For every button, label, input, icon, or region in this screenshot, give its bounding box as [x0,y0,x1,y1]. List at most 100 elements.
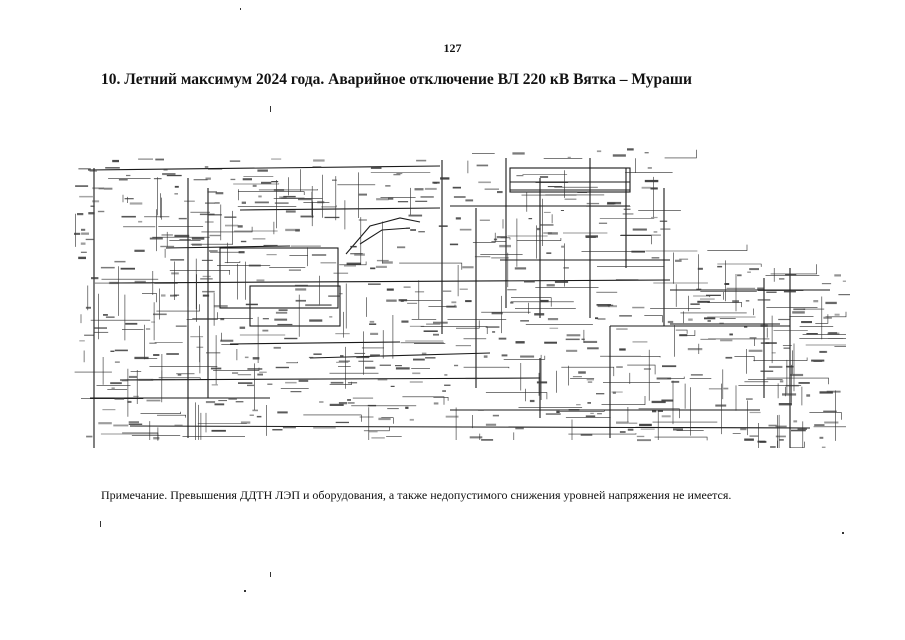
node-label-mark [520,320,529,322]
schematic-line [321,205,337,208]
node-label-mark [747,271,751,273]
node-label-mark [278,309,288,311]
node-label-mark [616,328,628,330]
scan-speck [270,106,271,112]
schematic-line [734,356,755,362]
node-label-mark [282,426,296,429]
node-label-mark [444,384,451,386]
schematic-line [707,244,748,251]
schematic-line [474,256,491,258]
node-label-mark [659,220,668,222]
node-label-mark [732,300,739,303]
node-label-mark [166,174,182,177]
node-label-mark [290,391,302,393]
node-label-mark [204,166,209,168]
node-label-mark [237,374,252,376]
node-label-mark [700,298,715,300]
node-label-mark [211,384,218,386]
node-label-mark [81,228,86,231]
node-label-mark [390,385,395,387]
node-label-mark [369,323,377,325]
node-label-mark [783,290,796,293]
node-label-mark [81,232,89,235]
node-label-mark [560,210,564,211]
scan-speck [100,521,101,527]
node-label-mark [409,418,414,421]
node-label-mark [414,188,424,191]
node-label-mark [660,228,671,230]
node-label-mark [793,420,798,423]
node-label-mark [309,319,323,322]
node-label-mark [578,371,586,374]
node-label-mark [339,293,343,295]
node-label-mark [706,294,721,296]
node-label-mark [415,200,428,202]
node-label-mark [244,356,249,359]
node-label-mark [821,283,832,285]
node-label-mark [775,425,787,428]
node-label-mark [86,435,93,438]
node-label-mark [652,410,657,413]
node-label-mark [79,195,93,198]
node-label-mark [386,299,397,302]
node-label-mark [367,404,377,407]
node-label-mark [675,259,682,262]
node-label-mark [723,387,729,390]
node-label-mark [814,424,825,426]
node-label-mark [279,196,287,199]
node-label-mark [400,299,404,302]
node-label-mark [242,178,252,181]
node-label-mark [134,356,149,360]
node-label-mark [596,150,602,153]
node-label-mark [766,291,777,293]
node-label-mark [479,219,490,221]
node-label-mark [567,156,571,158]
node-label-mark [252,238,266,240]
node-label-mark [597,413,602,415]
node-label-mark [749,435,759,437]
node-label-mark [792,311,805,314]
node-label-mark [238,251,245,254]
node-label-mark [397,201,409,203]
node-label-mark [546,284,555,287]
node-label-mark [561,245,565,248]
node-label-mark [110,382,122,385]
schematic-line [402,396,445,405]
node-label-mark [440,177,450,180]
node-label-mark [534,313,545,316]
node-label-mark [97,210,105,213]
node-label-mark [616,421,629,424]
node-label-mark [174,193,178,195]
node-label-mark [201,259,213,261]
power-grid-diagram [70,148,850,448]
node-label-mark [248,264,261,267]
node-label-mark [641,186,651,189]
node-label-mark [121,379,128,382]
node-label-mark [254,201,269,204]
node-label-mark [271,158,282,160]
node-label-mark [225,224,239,227]
node-label-mark [239,326,246,329]
node-label-mark [779,439,784,441]
node-label-mark [786,365,794,368]
node-label-mark [433,321,448,324]
node-label-mark [418,231,425,233]
node-label-mark [632,228,647,231]
schematic-line [186,312,218,320]
node-label-mark [598,222,608,224]
node-label-mark [409,325,425,327]
node-label-mark [340,355,344,357]
node-label-mark [596,304,611,306]
node-label-mark [376,198,389,201]
node-label-mark [329,403,344,406]
node-label-mark [545,413,561,415]
node-label-mark [432,181,440,184]
node-label-mark [370,332,379,335]
node-label-mark [619,348,626,351]
node-label-mark [128,423,143,425]
node-label-mark [611,391,623,393]
node-label-mark [497,191,503,194]
node-label-mark [778,403,792,406]
node-label-mark [423,330,438,332]
node-label-mark [627,428,634,431]
